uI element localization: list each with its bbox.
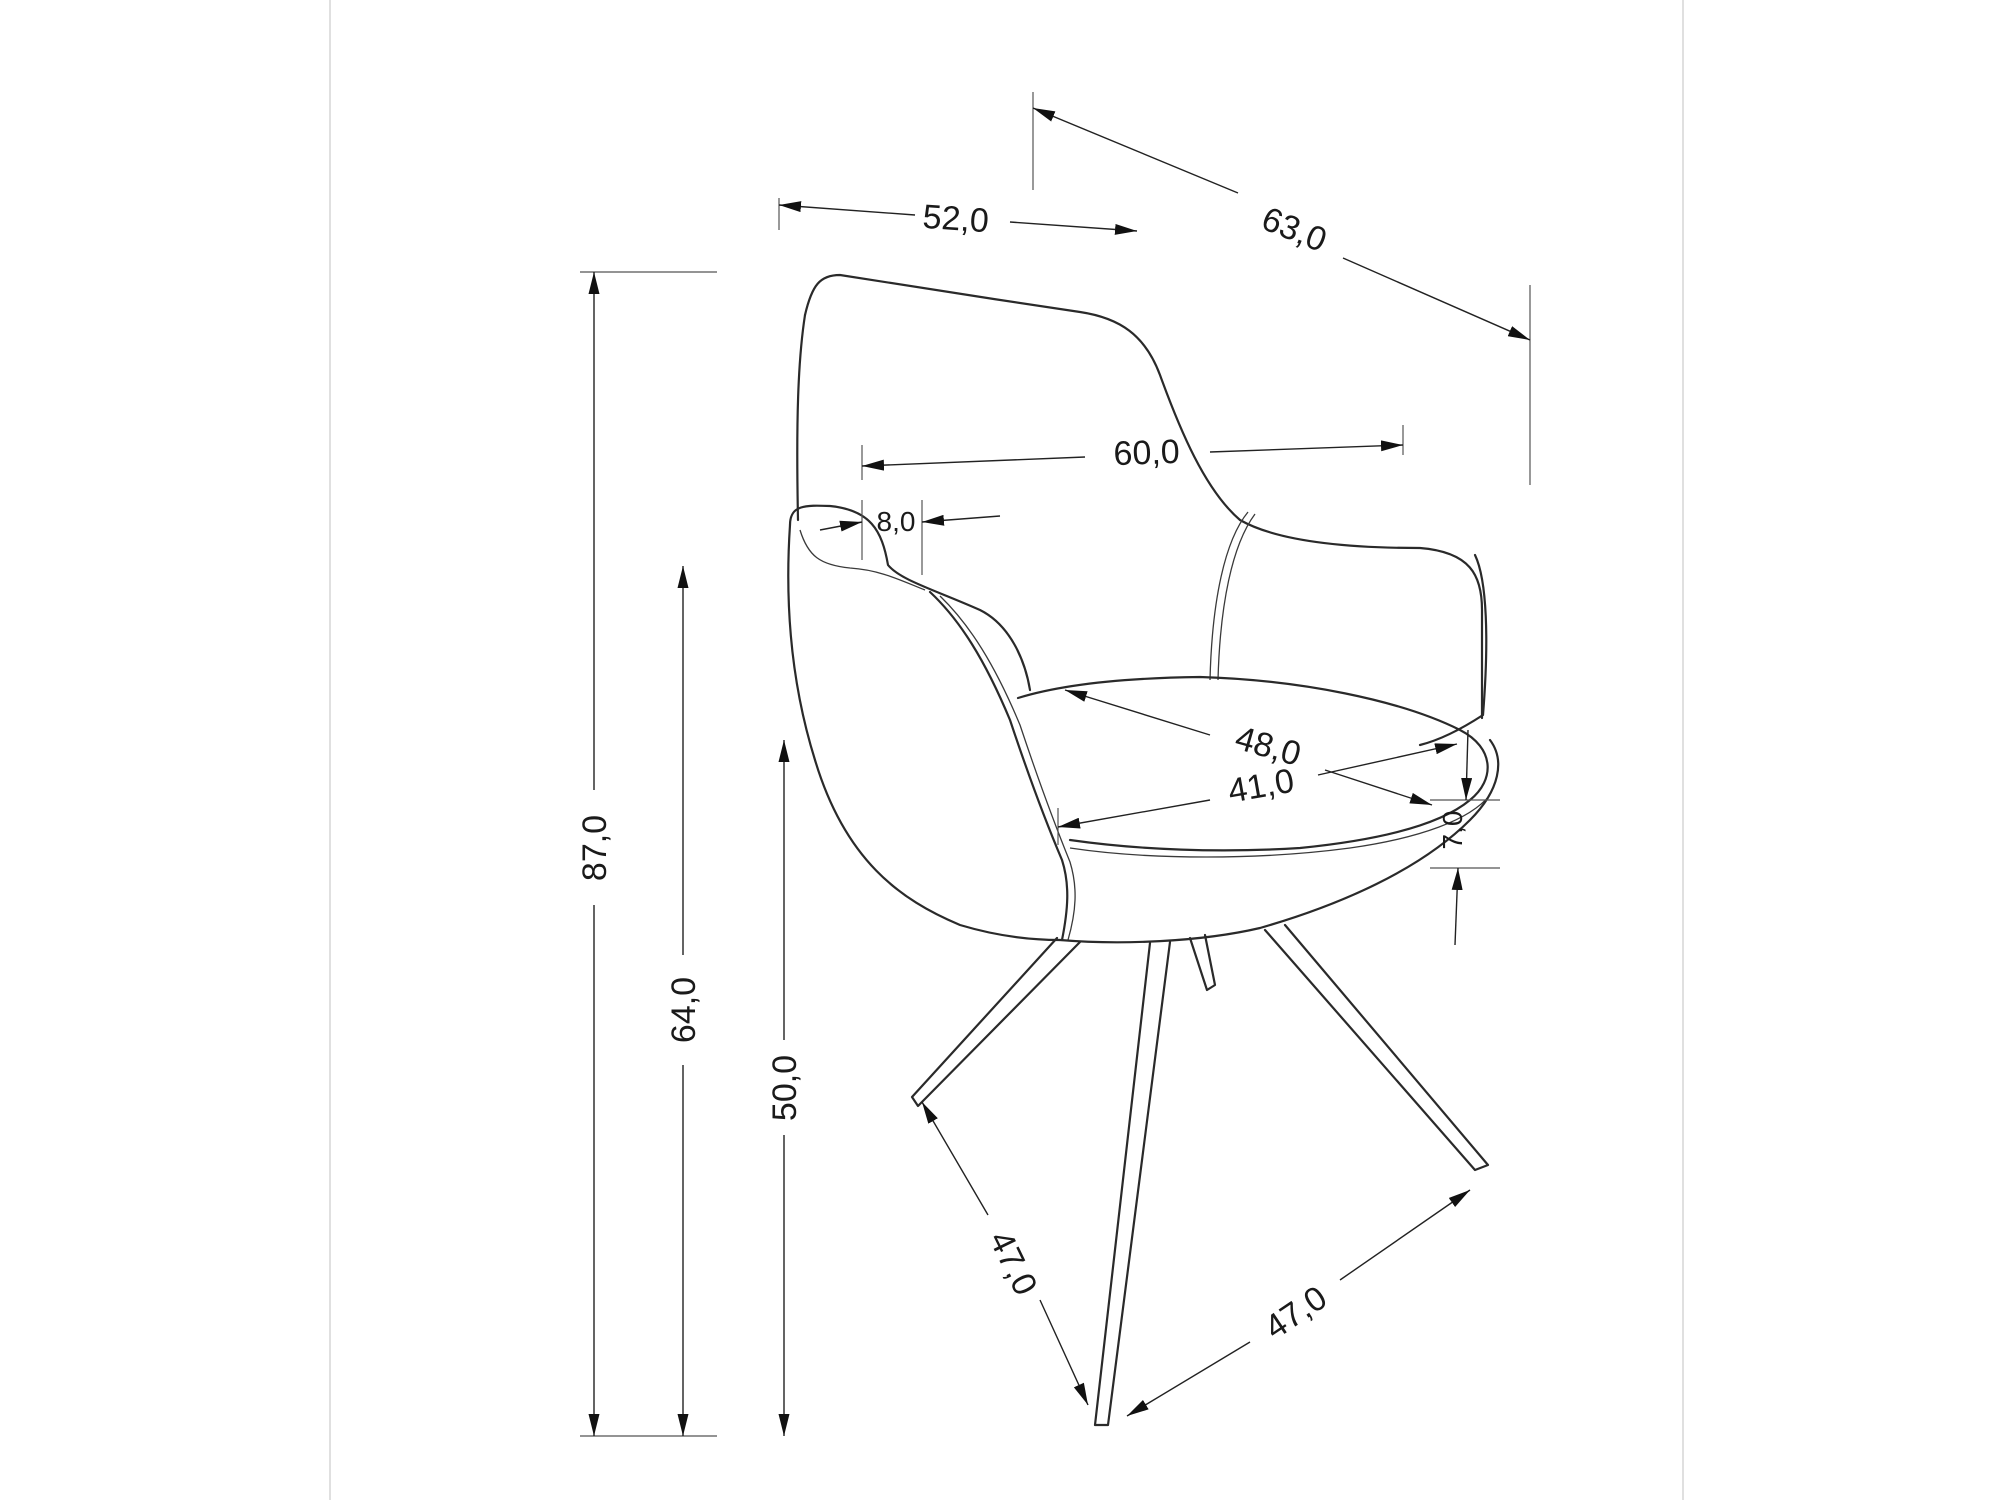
label-depth-top: 63,0 bbox=[1256, 200, 1332, 260]
chair-leg-front-left bbox=[910, 936, 1082, 1108]
dim-line-width-top bbox=[778, 201, 916, 216]
chair-left-arm-inner bbox=[928, 590, 1069, 942]
dim-line-seat-thickness-2 bbox=[1451, 867, 1463, 946]
dim-line-seat-width bbox=[1064, 689, 1211, 736]
dim-line-arm-span bbox=[861, 456, 1086, 471]
dim-line-arm-width-2 bbox=[921, 514, 1001, 526]
dim-line-seat-width-2 bbox=[1324, 769, 1433, 806]
chair-leg-front-center bbox=[1093, 940, 1172, 1427]
chair-left-arm-inner-2 bbox=[939, 595, 1076, 941]
dimension-lines bbox=[580, 92, 1531, 1437]
chair-back-seam-2 bbox=[1217, 513, 1256, 681]
dim-line-arm-width bbox=[819, 520, 863, 532]
label-arm-span: 60,0 bbox=[1113, 433, 1180, 473]
label-seat-thickness: 7,0 bbox=[1437, 811, 1468, 850]
chair-backrest bbox=[803, 273, 1484, 720]
dim-line-leg-right-2 bbox=[1339, 1189, 1471, 1281]
label-leg-right: 47,0 bbox=[1258, 1279, 1334, 1348]
dim-line-depth-top-2 bbox=[1342, 257, 1531, 341]
chair-right-arm bbox=[1418, 553, 1488, 747]
chair-leg-front-right bbox=[1263, 923, 1490, 1172]
label-seat-height: 50,0 bbox=[766, 1055, 804, 1121]
chair-left-arm-outer bbox=[787, 523, 1062, 942]
label-seat-depth: 41,0 bbox=[1225, 762, 1297, 811]
label-total-height: 87,0 bbox=[576, 815, 614, 881]
chair-seat-front-seam bbox=[1069, 794, 1491, 858]
chair-seat-top bbox=[1016, 675, 1489, 852]
dim-line-arm-span-2 bbox=[1209, 440, 1404, 453]
dim-line-leg-left-2 bbox=[1039, 1299, 1089, 1406]
chair-outline bbox=[787, 273, 1500, 1427]
dim-line-seat-thickness bbox=[1461, 729, 1473, 801]
label-arm-height: 64,0 bbox=[665, 977, 703, 1043]
chair-left-arm-top bbox=[788, 504, 1032, 692]
chair-back-seam bbox=[1209, 511, 1249, 681]
chair-back-edge bbox=[796, 313, 807, 522]
label-width-top: 52,0 bbox=[921, 198, 990, 241]
dim-line-width-top-2 bbox=[1009, 221, 1138, 235]
dim-line-depth-top bbox=[1032, 107, 1239, 194]
dim-line-seat-depth-2 bbox=[1317, 743, 1458, 776]
dim-line-leg-left bbox=[921, 1101, 989, 1216]
chair-leg-back bbox=[1188, 933, 1217, 992]
label-leg-left: 47,0 bbox=[981, 1225, 1044, 1301]
chair-left-arm-top-inner bbox=[799, 529, 926, 591]
dim-line-seat-depth bbox=[1057, 799, 1211, 829]
chair-seat-base bbox=[1058, 738, 1500, 944]
dim-line-leg-right bbox=[1126, 1341, 1251, 1417]
label-arm-width: 8,0 bbox=[877, 506, 916, 537]
